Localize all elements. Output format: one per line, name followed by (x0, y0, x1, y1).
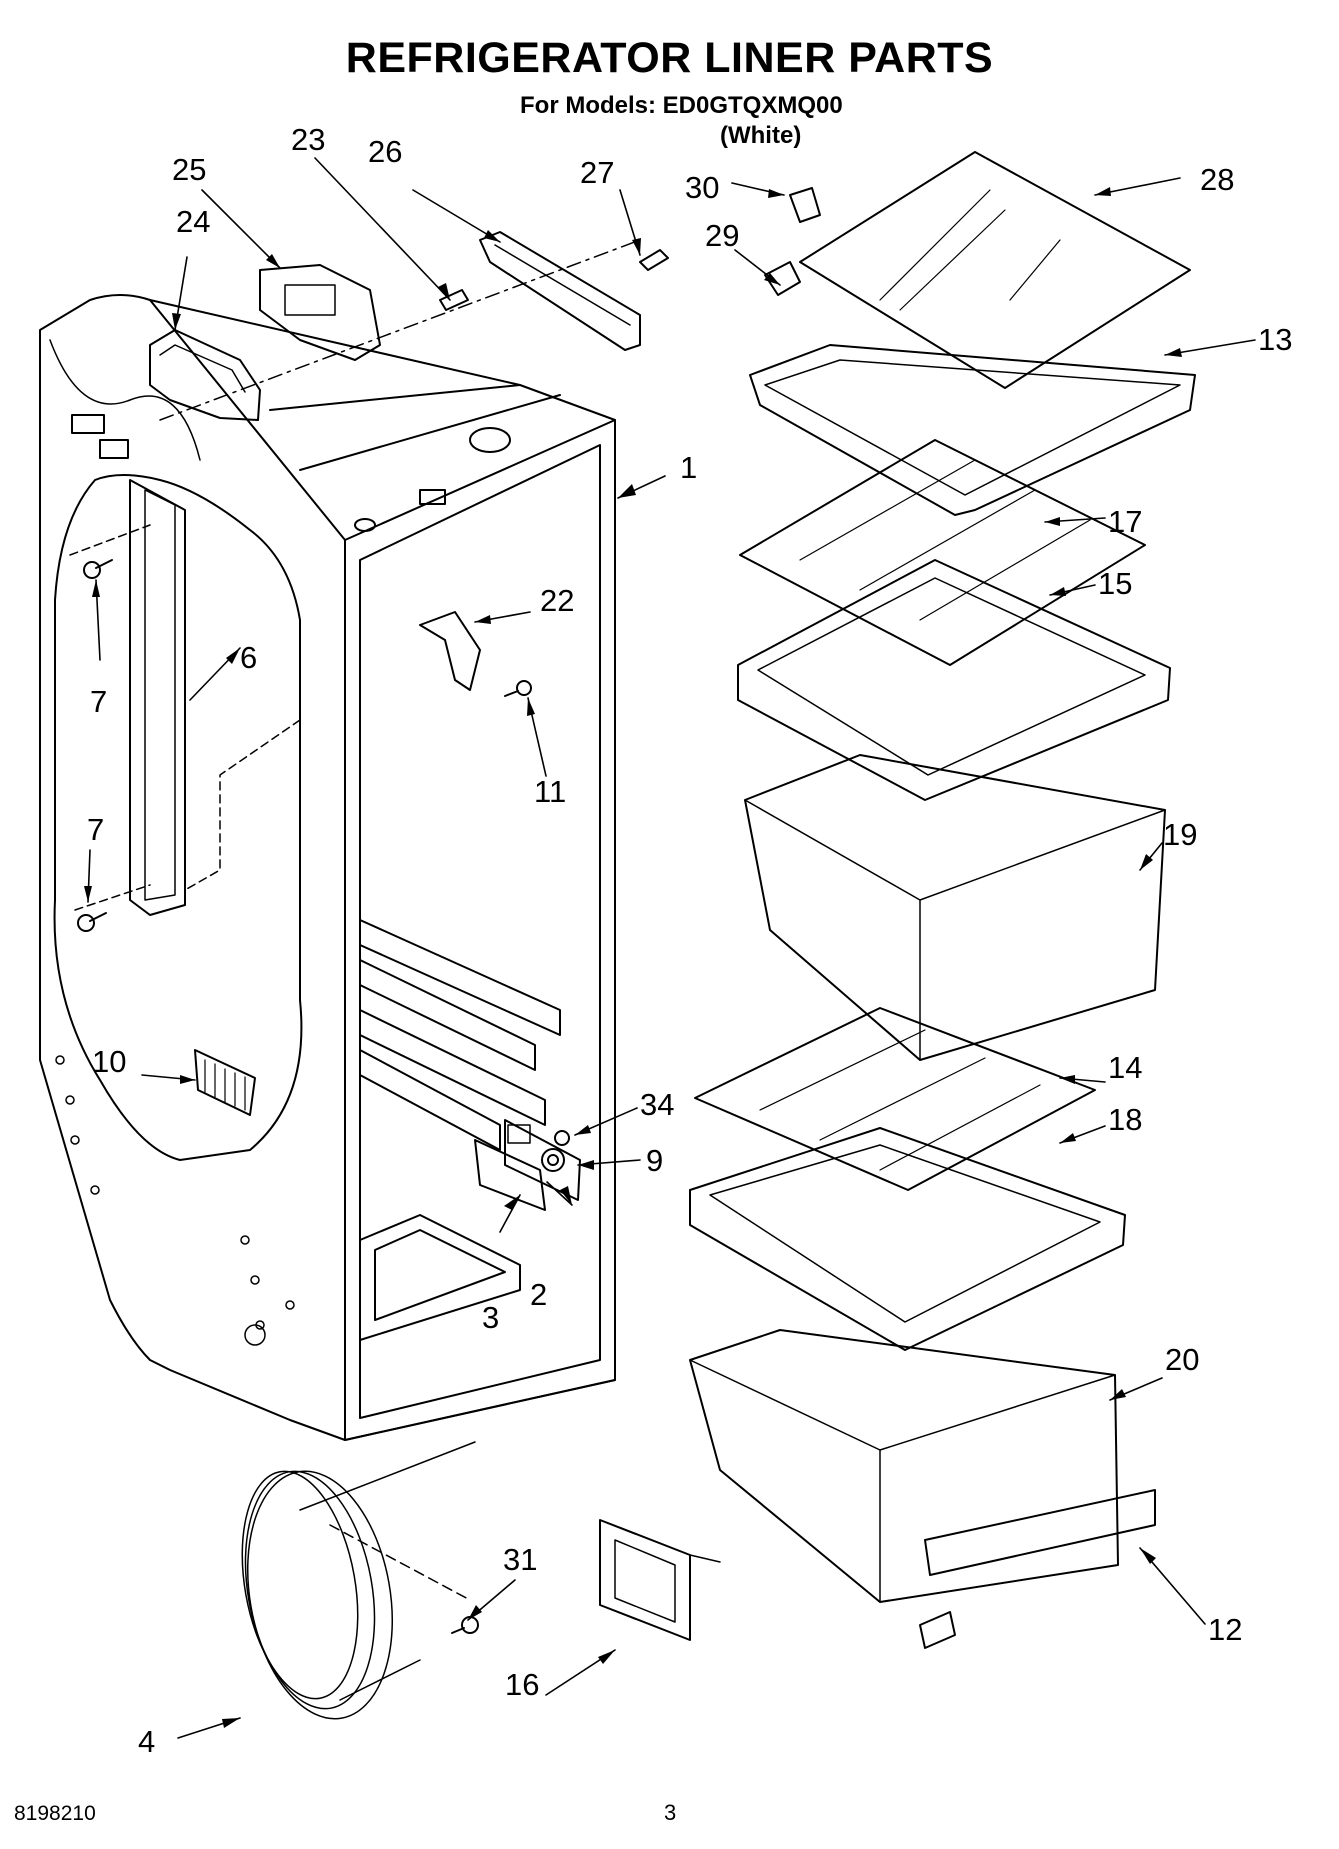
top-rail-26 (479, 231, 641, 351)
callout-29: 29 (705, 218, 739, 253)
callout-31: 31 (503, 1542, 537, 1577)
control-cover (259, 264, 381, 361)
page-title: REFRIGERATOR LINER PARTS (345, 34, 994, 82)
callout-19: 19 (1163, 817, 1197, 852)
callout-4: 4 (138, 1724, 155, 1759)
callout-3: 3 (482, 1300, 499, 1335)
screw-7-upper (83, 559, 113, 579)
callout-30: 30 (685, 170, 719, 205)
screw-31 (451, 1616, 479, 1634)
cover-frame-18 (689, 1127, 1126, 1351)
bracket-16 (599, 1519, 721, 1641)
callout-34: 34 (640, 1087, 674, 1122)
screw-27 (639, 249, 669, 271)
coiled-tubing (241, 1441, 476, 1720)
callout-24: 24 (176, 204, 210, 239)
callout-25: 25 (172, 152, 206, 187)
callout-2: 2 (530, 1277, 547, 1312)
callout-labels: 1 2 3 4 6 7 7 9 10 11 12 13 14 15 16 17 … (87, 122, 1292, 1759)
control-housing (149, 329, 261, 421)
callout-23: 23 (291, 122, 325, 157)
bracket-22 (419, 611, 481, 691)
clip-30 (789, 187, 821, 223)
callout-16: 16 (505, 1667, 539, 1702)
crisper-drawer-19 (744, 754, 1166, 1061)
document-number: 8198210 (14, 1802, 96, 1825)
callout-22: 22 (540, 583, 574, 618)
interior-shelf-rails (359, 919, 561, 1151)
callout-10: 10 (92, 1044, 126, 1079)
screw-23 (439, 289, 469, 311)
cover-frame-15 (737, 559, 1171, 801)
callout-13: 13 (1258, 322, 1292, 357)
callout-28: 28 (1200, 162, 1234, 197)
bracket-2 (504, 1119, 581, 1201)
callout-20: 20 (1165, 1342, 1199, 1377)
callout-6: 6 (240, 640, 257, 675)
callout-14: 14 (1108, 1050, 1142, 1085)
callout-7b: 7 (87, 812, 104, 847)
callout-27: 27 (580, 155, 614, 190)
callout-9: 9 (646, 1143, 663, 1178)
crisper-cover-17 (739, 439, 1146, 666)
screw-11 (504, 680, 532, 697)
screw-7-lower (77, 912, 107, 932)
callout-11: 11 (534, 774, 566, 809)
bracket-3 (474, 1139, 546, 1211)
shelf-frame-13 (749, 344, 1196, 516)
crisper-cover-14 (694, 1007, 1096, 1191)
callout-17: 17 (1108, 504, 1142, 539)
callout-7a: 7 (90, 684, 107, 719)
models-subtitle: For Models: ED0GTQXMQ00 (520, 92, 843, 119)
callout-12: 12 (1208, 1612, 1242, 1647)
color-variant: (White) (720, 122, 802, 149)
page-number: 3 (664, 1800, 677, 1825)
callout-15: 15 (1098, 566, 1132, 601)
callout-26: 26 (368, 134, 402, 169)
shelf-end-cap-29 (764, 261, 801, 296)
knob-9 (541, 1148, 565, 1172)
callout-18: 18 (1108, 1102, 1142, 1137)
glass-shelf-28 (799, 151, 1191, 389)
drawer-trim-12 (919, 1489, 1156, 1649)
vent-grille (194, 1049, 256, 1116)
shelf-ladder-bracket (69, 479, 301, 916)
crisper-drawer-20 (689, 1329, 1119, 1603)
callout-1: 1 (680, 450, 697, 485)
callout-arrowheads (84, 187, 1182, 1728)
fastener-34 (554, 1130, 570, 1146)
side-wall-holes (55, 1055, 295, 1346)
